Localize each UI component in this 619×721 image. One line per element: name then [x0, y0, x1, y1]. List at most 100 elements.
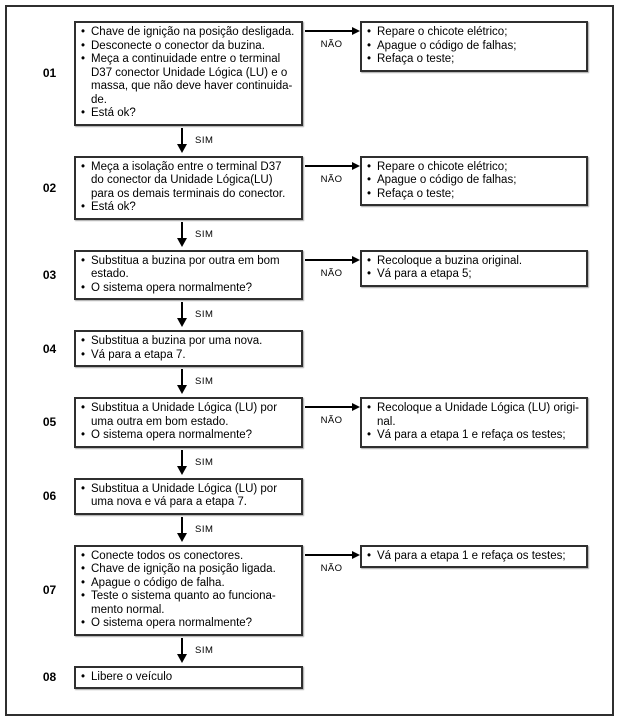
down-arrow-icon — [177, 302, 187, 327]
flow-step-row: 02 Meça a isolação entre o terminal D37 … — [7, 155, 612, 220]
no-arrow-line — [305, 30, 352, 32]
down-arrow-icon — [177, 127, 187, 153]
no-branch-cell — [360, 666, 612, 690]
bullet-item: Meça a continuidade entre o terminal D37… — [80, 53, 298, 107]
no-branch-arrow-cell: NÃO — [303, 27, 360, 126]
down-arrow-line — [181, 449, 183, 466]
bullet-item: O sistema opera normalmente? — [80, 617, 298, 631]
step-main-box: Substitua a Unidade Lógica (LU) por uma … — [74, 477, 303, 515]
down-arrowhead-icon — [177, 237, 187, 247]
no-arrowhead-icon — [352, 161, 360, 170]
yes-label: SIM — [195, 376, 214, 387]
no-label: NÃO — [320, 267, 343, 279]
yes-label: SIM — [195, 644, 214, 656]
yes-label: SIM — [195, 309, 214, 320]
bullet-item: Substitua a buzina por outra em bom esta… — [80, 255, 298, 282]
flow-step-row: 03 Substitua a buzina por outra em bom e… — [7, 249, 612, 301]
bullet-item: Substitua a Unidade Lógica (LU) por uma … — [80, 483, 298, 510]
down-arrowhead-icon — [177, 532, 187, 542]
no-branch-cell: Repare o chicote elétrico;Apague o códig… — [360, 21, 612, 126]
flow-step-row: 08 Libere o veículo — [7, 665, 612, 690]
flowchart-rows: 01 Chave de ignição na posição desligada… — [7, 21, 612, 689]
flowchart-frame: 01 Chave de ignição na posição desligada… — [5, 5, 614, 716]
step-main-box: Chave de ignição na posição desligada.De… — [74, 21, 303, 126]
step-number: 03 — [42, 267, 57, 282]
step-main-box: Meça a isolação entre o terminal D37 do … — [74, 155, 303, 220]
no-branch-box: Recoloque a buzina original.Vá para a et… — [360, 249, 588, 287]
no-arrowhead-icon — [352, 27, 360, 35]
yes-label: SIM — [195, 523, 214, 535]
bullet-item: Está ok? — [80, 201, 298, 215]
yes-arrow-gap: SIM — [7, 126, 612, 156]
bullet-item: Vá para a etapa 7. — [80, 349, 298, 363]
bullet-item: O sistema opera normalmente? — [80, 429, 298, 443]
no-branch-box: Repare o chicote elétrico;Apague o códig… — [360, 21, 588, 72]
down-arrow-line — [181, 302, 183, 318]
step-number: 08 — [42, 670, 57, 685]
flow-step-row: 05 Substitua a Unidade Lógica (LU) por u… — [7, 397, 612, 448]
down-arrowhead-icon — [177, 385, 187, 394]
down-arrow-icon — [177, 449, 187, 475]
bullet-item: Vá para a etapa 1 e refaça os testes; — [366, 429, 583, 443]
no-arrow-line — [305, 258, 352, 261]
no-branch-arrow-cell — [303, 336, 360, 367]
yes-arrow-gap: SIM — [7, 448, 612, 478]
down-arrow-line — [181, 127, 183, 144]
no-arrow-line — [305, 406, 352, 408]
bullet-item: Vá para a etapa 1 e refaça os testes; — [366, 550, 583, 564]
no-branch-box: Recoloque a Unidade Lógica (LU) origi- n… — [360, 397, 588, 448]
yes-label: SIM — [195, 456, 214, 468]
no-branch-arrow-cell: NÃO — [303, 550, 360, 636]
down-arrow-icon — [177, 516, 187, 542]
no-branch-cell — [360, 478, 612, 515]
no-branch-cell: Repare o chicote elétrico;Apague o códig… — [360, 155, 612, 220]
step-number: 02 — [42, 180, 57, 195]
no-label: NÃO — [320, 39, 343, 50]
yes-arrow-gap: SIM — [7, 300, 612, 330]
step-main-box: Libere o veículo — [74, 665, 303, 689]
step-number: 06 — [42, 489, 57, 503]
step-main-box: Substitua a buzina por outra em bom esta… — [74, 249, 303, 300]
no-arrowhead-icon — [352, 403, 360, 411]
down-arrowhead-icon — [177, 653, 187, 663]
no-branch-arrow-cell: NÃO — [303, 403, 360, 448]
no-branch-arrow-cell: NÃO — [303, 255, 360, 301]
bullet-item: Vá para a etapa 5; — [366, 268, 583, 282]
down-arrow-icon — [177, 637, 187, 663]
yes-label: SIM — [195, 134, 214, 146]
no-arrow-line — [305, 553, 352, 556]
no-branch-box: Vá para a etapa 1 e refaça os testes; — [360, 544, 588, 568]
bullet-item: Conecte todos os conectores. — [80, 550, 298, 564]
no-branch-cell: Recoloque a Unidade Lógica (LU) origi- n… — [360, 397, 612, 448]
down-arrow-icon — [177, 221, 187, 247]
no-arrowhead-icon — [352, 255, 360, 264]
yes-label: SIM — [195, 228, 214, 240]
bullet-item: Refaça o teste; — [366, 53, 583, 67]
yes-arrow-gap: SIM — [7, 220, 612, 250]
step-number: 01 — [42, 66, 57, 81]
no-branch-cell — [360, 330, 612, 367]
no-branch-arrow-cell — [303, 672, 360, 690]
no-arrow-icon — [303, 403, 360, 411]
flow-step-row: 01 Chave de ignição na posição desligada… — [7, 21, 612, 126]
no-branch-arrow-cell: NÃO — [303, 161, 360, 220]
yes-arrow-gap: SIM — [7, 636, 612, 666]
no-branch-cell: Vá para a etapa 1 e refaça os testes; — [360, 544, 612, 636]
bullet-item: Teste o sistema quanto ao funciona- ment… — [80, 590, 298, 617]
no-arrowhead-icon — [352, 550, 360, 559]
flow-step-row: 07 Conecte todos os conectores.Chave de … — [7, 544, 612, 636]
bullet-item: Apague o código de falhas; — [366, 40, 583, 54]
down-arrowhead-icon — [177, 143, 187, 153]
flow-step-row: 04 Substitua a buzina por uma nova.Vá pa… — [7, 330, 612, 367]
bullet-item: Apague o código de falha. — [80, 577, 298, 591]
bullet-item: Refaça o teste; — [366, 188, 583, 202]
no-label: NÃO — [320, 173, 343, 185]
no-branch-cell: Recoloque a buzina original.Vá para a et… — [360, 249, 612, 301]
no-arrow-icon — [303, 27, 360, 35]
bullet-item: Recoloque a Unidade Lógica (LU) origi- n… — [366, 402, 583, 429]
step-main-box: Conecte todos os conectores.Chave de ign… — [74, 544, 303, 636]
yes-arrow-gap: SIM — [7, 515, 612, 545]
bullet-item: Está ok? — [80, 107, 298, 121]
bullet-item: Chave de ignição na posição desligada. — [80, 26, 298, 40]
bullet-item: Recoloque a buzina original. — [366, 255, 583, 269]
